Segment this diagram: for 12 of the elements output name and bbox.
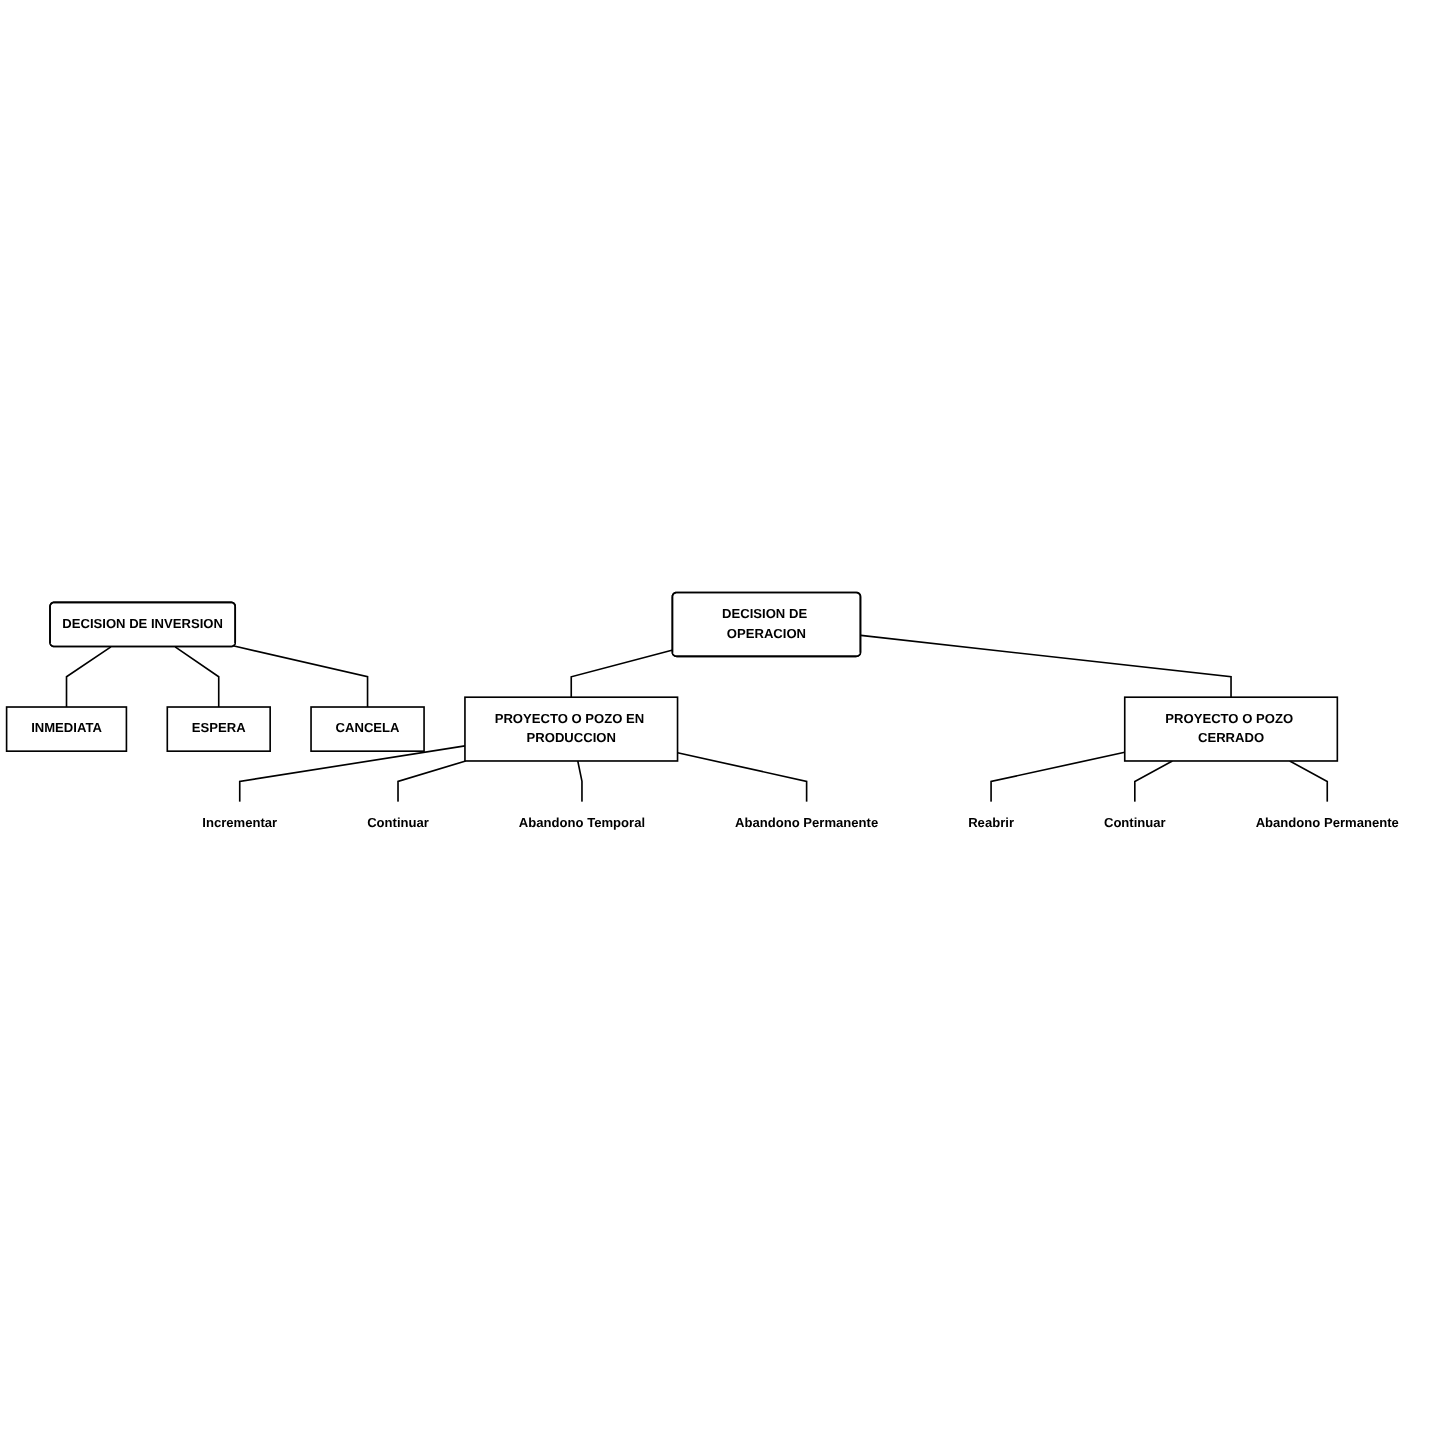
connector (65, 645, 112, 708)
connector (676, 751, 808, 803)
connector (238, 744, 466, 803)
connector (860, 634, 1232, 698)
connector (576, 759, 583, 803)
connector (397, 759, 467, 803)
connector (233, 644, 369, 708)
connector (570, 648, 674, 698)
connector (990, 751, 1126, 803)
connector (1288, 759, 1329, 803)
connector (174, 645, 220, 708)
connector (1134, 759, 1174, 803)
